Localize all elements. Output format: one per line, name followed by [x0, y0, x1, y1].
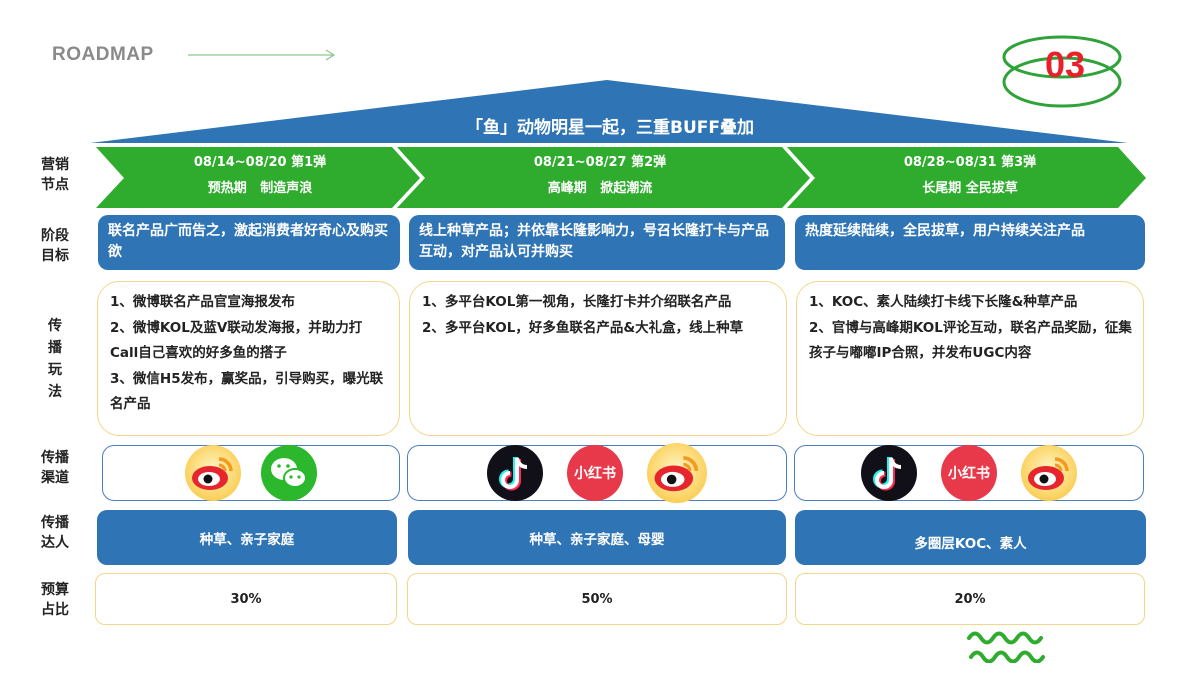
phase-3-channels: 小红书 [794, 445, 1144, 501]
phase-3-talent: 多圈层KOC、素人 [795, 510, 1146, 565]
label-line: 营销 [41, 157, 69, 173]
tactic-item: 1、多平台KOL第一视角，长隆打卡并介绍联名产品 [422, 294, 732, 310]
label-line: 传 [48, 318, 62, 334]
page-number-badge: 03 [1000, 30, 1130, 112]
phase-1-talent: 种草、亲子家庭 [97, 510, 397, 565]
weibo-icon [647, 443, 707, 503]
phase-dates: 08/21~08/27 第2弹 [533, 155, 667, 170]
row-label-budget: 预算 占比 [30, 580, 80, 620]
label-line: 预算 [41, 582, 69, 598]
label-line: 达人 [41, 535, 69, 551]
row-label-talent: 传播 达人 [30, 513, 80, 553]
tactic-item: 2、微博KOL及蓝V联动发海报，并助力打Call自己喜欢的好多鱼的搭子 [110, 319, 363, 362]
phase-3-budget: 20% [795, 573, 1145, 625]
xiaohongshu-icon: 小红书 [941, 445, 997, 501]
wechat-icon [261, 445, 317, 501]
tactic-item: 3、微信H5发布，赢奖品，引导购买，曝光联名产品 [110, 370, 384, 413]
phase-1-node: 08/14~08/20 第1弹 预热期 制造声浪 [120, 150, 400, 202]
label-line: 播 [48, 340, 62, 356]
phase-1-channels [102, 445, 400, 501]
phase-1-budget: 30% [95, 573, 397, 625]
label-line: 法 [48, 384, 62, 400]
row-label-marketing-node: 营销 节点 [30, 155, 80, 195]
label-line: 传播 [41, 515, 69, 531]
phase-3-goal: 热度延续陆续，全民拔草，用户持续关注产品 [795, 215, 1145, 270]
theme-title: 「鱼」动物明星一起，三重BUFF叠加 [466, 118, 754, 138]
row-label-stage-goal: 阶段 目标 [30, 226, 80, 266]
phase-2-tactics: 1、多平台KOL第一视角，长隆打卡并介绍联名产品 2、多平台KOL，好多鱼联名产… [409, 281, 787, 436]
phase-2-goal: 线上种草产品；并依靠长隆影响力，号召长隆打卡与产品互动，对产品认可并购买 [409, 215, 785, 270]
douyin-icon [861, 445, 917, 501]
tactic-item: 1、微博联名产品官宣海报发布 [110, 294, 295, 310]
phase-2-channels: 小红书 [407, 443, 787, 503]
phase-2-node: 08/21~08/27 第2弹 高峰期 掀起潮流 [430, 150, 770, 202]
tactic-item: 1、KOC、素人陆续打卡线下长隆&种草产品 [809, 294, 1078, 310]
row-label-channels: 传播 渠道 [30, 448, 80, 488]
label-line: 渠道 [41, 470, 69, 486]
douyin-icon [487, 445, 543, 501]
phase-stage: 预热期 制造声浪 [207, 181, 313, 196]
tactic-item: 2、多平台KOL，好多鱼联名产品&大礼盒，线上种草 [422, 319, 744, 336]
label-line: 玩 [48, 362, 62, 378]
phase-2-budget: 50% [407, 573, 787, 625]
phase-3-tactics: 1、KOC、素人陆续打卡线下长隆&种草产品 2、官博与高峰期KOL评论互动，联名… [796, 281, 1144, 436]
label-line: 传播 [41, 450, 69, 466]
phase-dates: 08/28~08/31 第3弹 [903, 155, 1037, 170]
wave-decoration-icon [967, 631, 1045, 663]
phase-stage: 长尾期 全民拔草 [922, 181, 1018, 196]
tactic-item: 2、官博与高峰期KOL评论互动，联名产品奖励，征集孩子与嘟嘟IP合照，并发布UG… [809, 319, 1132, 362]
phase-3-node: 08/28~08/31 第3弹 长尾期 全民拔草 [820, 150, 1120, 202]
row-label-tactics: 传 播 玩 法 [30, 315, 80, 403]
label-line: 目标 [41, 248, 69, 264]
arrow-right-icon [188, 49, 336, 61]
phase-2-talent: 种草、亲子家庭、母婴 [408, 510, 786, 565]
page-number: 03 [1044, 44, 1086, 85]
phase-1-tactics: 1、微博联名产品官宣海报发布 2、微博KOL及蓝V联动发海报，并助力打Call自… [97, 281, 400, 436]
label-line: 节点 [41, 177, 69, 193]
label-line: 阶段 [41, 228, 69, 244]
xiaohongshu-icon: 小红书 [567, 445, 623, 501]
label-line: 占比 [41, 602, 69, 618]
phase-stage: 高峰期 掀起潮流 [547, 181, 653, 196]
phase-1-goal: 联名产品广而告之，激起消费者好奇心及购买欲 [98, 215, 400, 270]
phase-dates: 08/14~08/20 第1弹 [193, 155, 327, 170]
weibo-icon [1021, 445, 1077, 501]
weibo-icon [185, 445, 241, 501]
roadmap-label: ROADMAP [52, 44, 154, 65]
